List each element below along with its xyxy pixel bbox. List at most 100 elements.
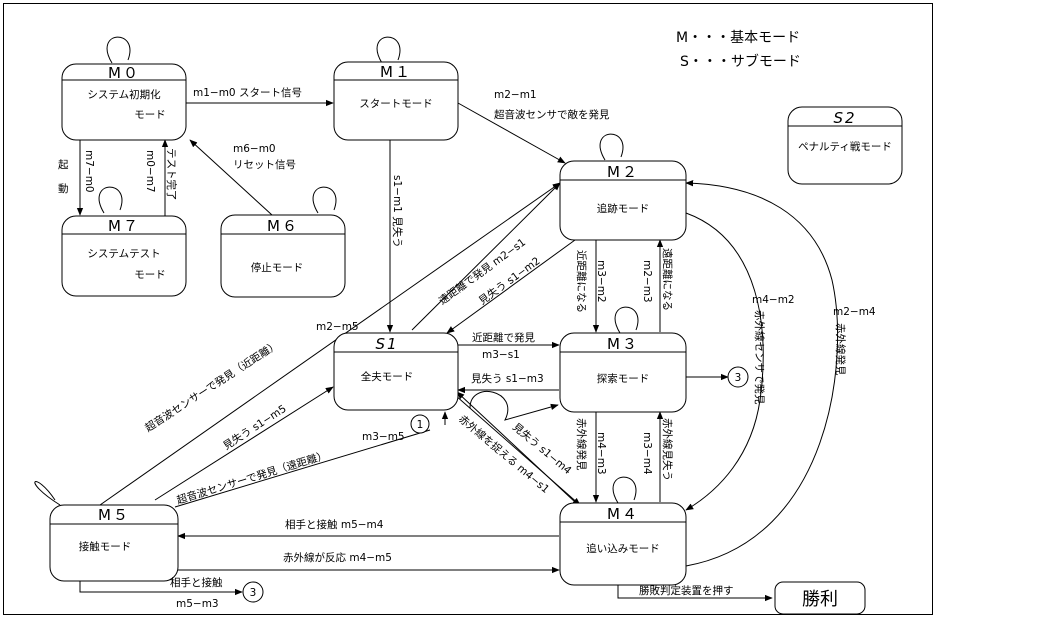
state-m2-title: M２: [607, 163, 639, 181]
loop-m1: [376, 36, 401, 64]
label-m4-m3-code: m4−m3: [595, 432, 607, 475]
label-m5-m3-text: 相手と接触: [170, 576, 223, 589]
edge-m4-s1: [456, 391, 576, 503]
state-m7-line1: システムテスト: [87, 248, 160, 260]
diagram-frame: [3, 3, 933, 615]
edge-m6-m0: [189, 139, 273, 216]
label-far: 遠距離になる: [661, 248, 674, 311]
label-kidou-1: 起: [58, 159, 69, 171]
state-m3: M３ 探索モード: [559, 332, 687, 413]
state-m1-title: M１: [380, 63, 412, 81]
svg-text:3: 3: [250, 587, 257, 599]
connector-3-right: 3: [727, 366, 749, 388]
state-s2-title: S2: [833, 109, 856, 127]
state-m1-line1: スタートモード: [359, 98, 433, 110]
state-m7: M７ システムテスト モード: [61, 215, 187, 297]
edge-m5-conn3: [79, 580, 243, 596]
label-s1-m1: s1−m1 見失う: [391, 175, 404, 248]
label-m6-m0-text: リセット信号: [233, 159, 296, 171]
label-m4-m5: 赤外線が反応 m4−m5: [283, 551, 392, 564]
label-m6-m0-code: m6−m0: [233, 143, 276, 155]
edge-s1-m2: [411, 182, 561, 331]
label-m3-s1-code: m3−s1: [482, 349, 520, 361]
state-m0-line2: モード: [134, 109, 166, 121]
label-m3-m4-code: m3−m4: [641, 432, 653, 475]
edge-m4-victory: [617, 585, 773, 602]
state-m3-line1: 探索モード: [597, 372, 650, 385]
svg-text:3: 3: [735, 372, 742, 384]
label-m3-m5-code: m3−m5: [362, 431, 405, 443]
state-m5: M５ 接触モード: [49, 504, 179, 582]
state-m4: M４ 追い込みモード: [559, 502, 687, 586]
state-m1: M１ スタートモード: [333, 61, 459, 141]
label-ir-catch: 赤外線を捉える m4−s1: [456, 412, 552, 495]
state-m2-line1: 追跡モード: [597, 202, 650, 215]
edge-m5-conn1: [174, 429, 431, 508]
label-victory: 勝敗判定装置を押す: [639, 584, 734, 597]
edge-m2-s1: [446, 239, 576, 334]
state-m0-line1: システム初期化: [87, 88, 161, 101]
state-s1-title: S1: [375, 335, 398, 353]
state-m6: M６ 停止モード: [220, 214, 346, 298]
label-ir-found: 赤外線発見: [575, 418, 588, 471]
label-m5-m4: 相手と接触 m5−m4: [285, 518, 384, 531]
state-m7-title: M７: [108, 217, 140, 235]
label-m5-m3-code: m5−m3: [176, 598, 219, 610]
connector-1: 1: [410, 414, 430, 434]
loop-m0: [106, 36, 131, 64]
label-kidou-2: 動: [58, 182, 69, 195]
state-m5-title: M５: [98, 506, 130, 524]
svg-text:1: 1: [417, 419, 424, 431]
state-m7-line2: モード: [134, 269, 166, 281]
label-m2-m3-code: m2−m3: [641, 260, 653, 303]
victory-label: 勝利: [802, 589, 838, 610]
state-s1: S1 全夫モード: [333, 332, 459, 411]
legend-main: M・・・基本モード: [676, 29, 800, 46]
state-m4-title: M４: [607, 505, 639, 523]
label-m4-m2-text: 赤外線センサで発見: [753, 310, 766, 405]
state-m2: M２ 追跡モード: [559, 160, 687, 241]
legend-sub: S・・・サブモード: [680, 53, 801, 70]
label-m4-m2-code: m4−m2: [752, 294, 795, 306]
loop-m7: [98, 186, 123, 214]
victory-box: 勝利: [774, 581, 866, 615]
loop-m3: [614, 306, 639, 334]
label-m2-m5-code: m2−m5: [316, 321, 359, 333]
edge-m5-m2: [99, 182, 561, 506]
state-s2: S2 ペナルティ戦モード: [787, 106, 903, 185]
state-m0-title: M０: [108, 64, 140, 82]
label-m2-m1-code: m2−m1: [494, 89, 537, 101]
connector-3-bottom: 3: [242, 581, 264, 603]
label-m0-m7-code: m0−m7: [144, 150, 156, 193]
label-s1-m3: 見失う s1−m3: [471, 372, 544, 385]
label-m2-m4-code: m2−m4: [833, 306, 876, 318]
loop-m6: [312, 186, 337, 214]
label-m2-m1-text: 超音波センサで敵を発見: [494, 108, 610, 121]
state-m5-line1: 接触モード: [79, 540, 132, 553]
state-m6-title: M６: [267, 217, 299, 235]
state-m6-line1: 停止モード: [251, 261, 304, 274]
label-ir-lost: 赤外線見失う: [661, 418, 674, 481]
edge-m5-s1: [154, 386, 334, 501]
state-m0: M０ システム初期化 モード: [61, 63, 187, 141]
edge-m1-m2: [457, 102, 566, 164]
label-m7-m0-code: m7−m0: [83, 150, 95, 193]
edge-m4-m2: [685, 212, 764, 511]
label-test-done: テスト完了: [165, 148, 178, 201]
state-m3-title: M３: [607, 335, 639, 353]
loop-m4: [612, 476, 637, 504]
label-m3-m2-code: m3−m2: [595, 260, 607, 303]
state-s1-line1: 全夫モード: [361, 370, 414, 383]
edge-s1-m3-loop: [469, 391, 559, 421]
label-m2-m4-text: 赤外線発見: [834, 323, 847, 376]
label-near: 近距離になる: [575, 250, 588, 313]
state-s2-line1: ペナルティ戦モード: [798, 140, 892, 153]
loop-m5: [34, 481, 61, 506]
state-m4-line1: 追い込みモード: [586, 542, 660, 555]
edge-m2-m4: [685, 179, 839, 567]
label-m3-m5-text: 超音波センサーで発見（遠距離）: [175, 449, 329, 507]
label-near-found: 近距離で発見: [472, 331, 535, 344]
loop-m2: [599, 133, 624, 161]
label-s1-m5: 見失う s1−m5: [221, 402, 289, 452]
